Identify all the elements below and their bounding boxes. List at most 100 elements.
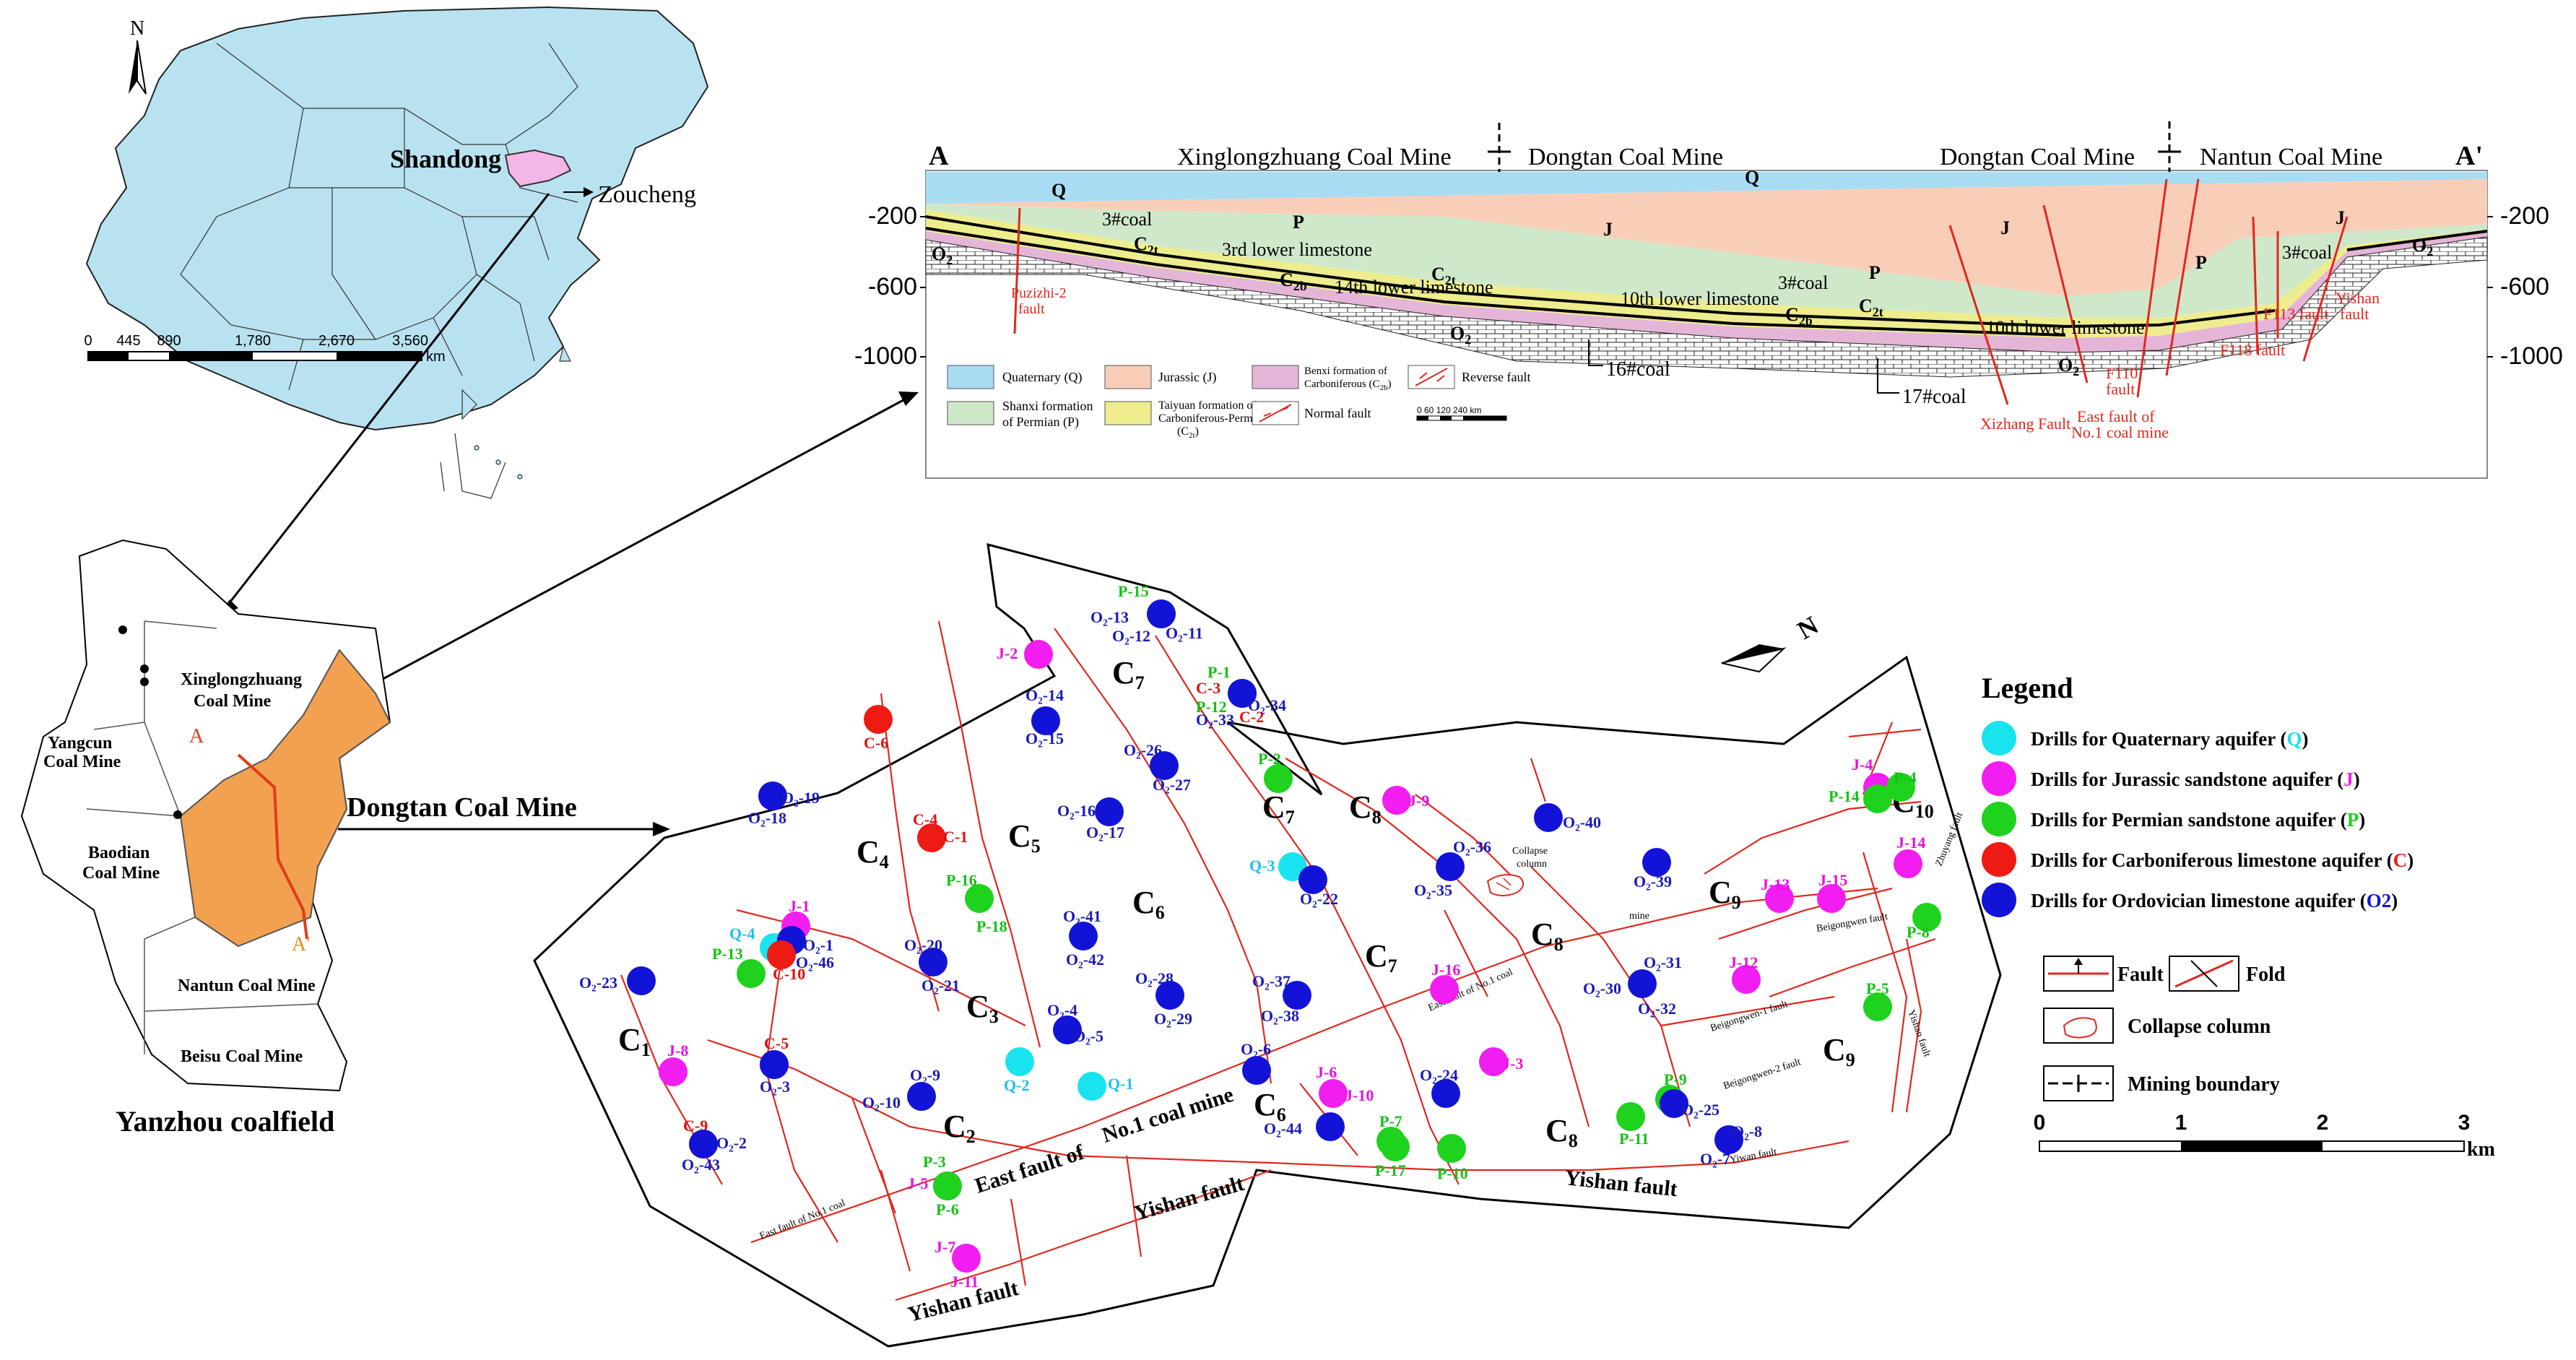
drill-label: O₂-8 (1732, 1122, 1762, 1140)
drill-label: O₂-23 (579, 974, 617, 992)
drill-label: J-10 (1345, 1086, 1374, 1104)
scale-tick-0: 0 (84, 333, 92, 349)
legend-normal: Normal fault (1304, 406, 1371, 420)
drill-label: P-17 (1375, 1161, 1406, 1179)
fault-label-mine: mine (1629, 911, 1649, 922)
drill-marker (1912, 903, 1941, 932)
drill-label: J-6 (1316, 1063, 1337, 1081)
drill-label: O₂-14 (1025, 686, 1064, 704)
depth-right-200: -200 (2500, 202, 2549, 230)
scale-tick-5: 3,560 (392, 333, 428, 349)
xinglong-label-2: Coal Mine (194, 692, 272, 711)
depth-right-1000: -1000 (2500, 342, 2563, 370)
legend-swatch-jurassic (1104, 365, 1152, 389)
depth-left-600: -600 (868, 273, 917, 300)
drill-label: P-5 (1866, 979, 1889, 997)
legend-swatch-benxi (1252, 365, 1299, 389)
drill-label: O₂-4 (1047, 1001, 1077, 1019)
legend-scale-0: 0 (2034, 1111, 2046, 1135)
zone-c8-low: C8 (1545, 1113, 1578, 1151)
drill-marker (1616, 1102, 1645, 1131)
drill-label: O₂-13 (1090, 608, 1129, 626)
legend-collapse: Collapse column (2043, 1008, 2271, 1044)
drill-label: P-9 (1664, 1070, 1687, 1088)
drill-marker (1228, 679, 1257, 708)
depth-left-1000: -1000 (854, 342, 917, 370)
label-o2-2: O2 (1450, 323, 1471, 347)
drill-marker (1430, 975, 1459, 1004)
drill-marker (1437, 1134, 1466, 1163)
fault-puzizhi-2: fault (1018, 301, 1045, 317)
drill-marker (737, 959, 766, 988)
arrowhead-section (898, 391, 919, 406)
legend-boundary: Mining boundary (2043, 1065, 2280, 1101)
legend-fault-fold: Fault Fold (2043, 956, 2286, 992)
drill-marker (1095, 797, 1124, 826)
label-coal3a: 3#coal (1102, 209, 1152, 230)
drill-label: J-2 (997, 644, 1018, 662)
drill-label: O₂-27 (1153, 776, 1191, 794)
drill-marker (1316, 1112, 1345, 1141)
mine-boundary (533, 542, 2002, 1348)
stratum-permian (926, 204, 2487, 318)
legend-drill-swatch (1982, 842, 2016, 877)
section-faults (1013, 178, 2349, 405)
drill-marker (917, 823, 946, 852)
beisu-label: Beisu Coal Mine (181, 1047, 303, 1066)
legend-taiyuan-3: (C2t) (1177, 425, 1199, 440)
section-legend: Quaternary (Q) Jurassic (J) Benxi format… (947, 365, 1530, 440)
drill-label: P-7 (1379, 1112, 1402, 1130)
drill-label: O₂-42 (1066, 950, 1104, 969)
drill-marker (1660, 1089, 1688, 1118)
drill-label: O₂-17 (1086, 823, 1124, 841)
collapse-label-2: column (1517, 859, 1547, 870)
shandong-label: Shandong (390, 144, 501, 173)
drill-label: P-13 (712, 945, 743, 963)
drill-label: O₂-37 (1252, 972, 1291, 990)
drill-label: C-6 (864, 734, 888, 752)
drill-label: Q-1 (1108, 1075, 1133, 1093)
section-mine-3: Dongtan Coal Mine (1940, 144, 2135, 170)
fault-yishan-2: fault (2340, 305, 2369, 323)
mine-north-label: N (1792, 610, 1823, 645)
geological-cross-section: A A' Xinglongzhuang Coal Mine Dongtan Co… (854, 121, 2563, 479)
legend-drill-swatch (1982, 721, 2016, 755)
zone-c8-top: C8 (1349, 789, 1382, 828)
arrow-dongtan-label: Dongtan Coal Mine (347, 792, 577, 823)
zone-c2: C2 (943, 1109, 976, 1147)
drill-label: O₂-39 (1634, 872, 1672, 891)
china-scale-bar: 0 445 890 1,780 2,670 3,560 km (84, 333, 445, 365)
label-ls14: 14th lower limestone (1335, 277, 1493, 298)
drill-marker (919, 948, 947, 976)
section-end-a: A (929, 141, 949, 171)
stratum-benxi (926, 231, 2487, 352)
drill-label: O₂-20 (904, 936, 942, 954)
fault-east-2: No.1 coal mine (2071, 423, 2169, 441)
drill-label: Q-2 (1004, 1076, 1029, 1094)
drill-label: O₂-1 (803, 936, 833, 954)
drill-label: P-11 (1619, 1130, 1649, 1148)
legend-drill-swatch (1982, 761, 2016, 796)
drill-label: J-1 (789, 897, 810, 915)
zone-labels: C7 C4 C5 C6 C7 C8 C1 C3 C2 C6 C7 C8 C8 C… (618, 655, 1934, 1151)
section-a2-label: A' (292, 933, 310, 956)
label-ls10a: 10th lower limestone (1621, 288, 1779, 309)
legend-taiyuan-2: Carboniferous-Permian (1158, 412, 1267, 425)
legend-drill-swatch (1982, 802, 2016, 836)
label-ls3: 3rd lower limestone (1222, 239, 1372, 260)
legend-shanxi-1: Shanxi formation (1002, 399, 1093, 413)
zone-c9-low: C9 (1823, 1032, 1855, 1070)
drill-label: P-14 (1829, 787, 1860, 805)
scale-unit: km (426, 349, 446, 365)
drill-marker (1479, 1047, 1508, 1076)
drill-marker (864, 705, 893, 734)
drill-label: O₂-7 (1700, 1150, 1730, 1168)
drill-marker (1264, 764, 1293, 793)
drill-label: J-11 (950, 1273, 979, 1291)
legend-reverse: Reverse fault (1462, 370, 1530, 384)
drill-marker (1863, 784, 1892, 813)
yanzhou-coalfield-map: A A' Xinglongzhuang Coal Mine Yangcun Co… (20, 539, 391, 1138)
drill-marker (1642, 848, 1671, 877)
shandong-highlight (504, 149, 572, 188)
drill-marker (1053, 1015, 1082, 1044)
